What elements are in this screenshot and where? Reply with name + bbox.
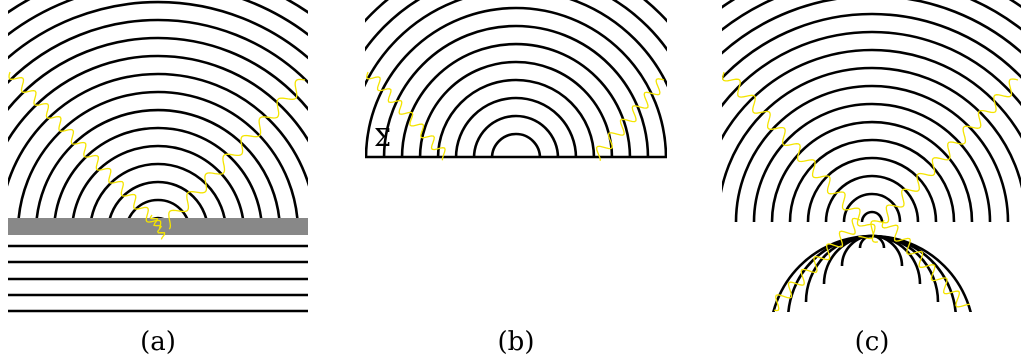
arc-c-top-7 (734, 84, 1010, 223)
arc-b-8 (365, 0, 667, 88)
arc-b-4 (418, 60, 614, 158)
ray-left-a (8, 71, 162, 229)
ray-left-lower-c (774, 217, 861, 312)
caption-c: (c) (855, 327, 890, 357)
arc-c-top-11 (722, 12, 1021, 80)
arc-a-9 (8, 54, 308, 143)
plane-wavefronts-a (8, 244, 308, 313)
arc-a-10 (8, 36, 308, 112)
arc-c-top-1 (842, 192, 902, 223)
arc-c-top-3 (806, 156, 938, 223)
arc-a-12 (8, 0, 308, 60)
arc-c-top-8 (722, 66, 1021, 194)
arc-a-8 (8, 72, 308, 187)
ray-left-b (365, 71, 446, 161)
arc-c-top-6 (752, 102, 992, 223)
arc-b-5 (400, 42, 632, 158)
ray-right-lower-c (881, 219, 971, 308)
caption-b: (b) (498, 327, 535, 357)
arc-c-top-4 (788, 138, 956, 223)
arc-b-7 (365, 6, 667, 158)
arc-a-3 (90, 162, 226, 218)
panel-b: Σ (b) (365, 0, 667, 357)
arc-c-top-9 (722, 48, 1021, 141)
wavefront-arcs-b (365, 0, 667, 158)
arc-a-6 (35, 108, 281, 218)
ray-right-b (595, 78, 665, 161)
arc-b-6 (382, 24, 650, 158)
wavefront-arcs-c-converging (722, 0, 1021, 223)
arc-a-2 (108, 180, 208, 218)
arc-a-11 (8, 18, 308, 85)
wavefront-arcs-a (8, 0, 308, 218)
arc-a-14 (8, 0, 308, 14)
arc-a-1 (127, 198, 189, 218)
caption-a: (a) (140, 327, 176, 357)
arc-a-7 (17, 90, 299, 218)
ray-right-c (858, 78, 1019, 240)
ray-left-c (722, 71, 878, 243)
ray-focus-a (149, 214, 166, 240)
slab (8, 218, 308, 235)
panel-c: (c) (722, 0, 1021, 357)
arc-b-3 (436, 78, 596, 158)
ray-right-a (168, 78, 306, 230)
arc-c-top-5 (770, 120, 974, 223)
arc-a-5 (53, 126, 263, 218)
arc-a-4 (71, 144, 245, 218)
arc-c-top-0 (860, 210, 884, 223)
arc-c-top-10 (722, 30, 1021, 108)
arc-c-bot-4 (787, 234, 957, 312)
arc-b-2 (454, 96, 578, 158)
arc-c-top-2 (824, 174, 920, 223)
arc-b-0 (490, 132, 542, 158)
surface-label: Σ (374, 124, 391, 152)
wavefront-arcs-c-diverging (772, 234, 972, 312)
arc-b-1 (472, 114, 560, 158)
panel-a: (a) (8, 0, 308, 357)
arc-c-bot-5 (772, 234, 972, 312)
